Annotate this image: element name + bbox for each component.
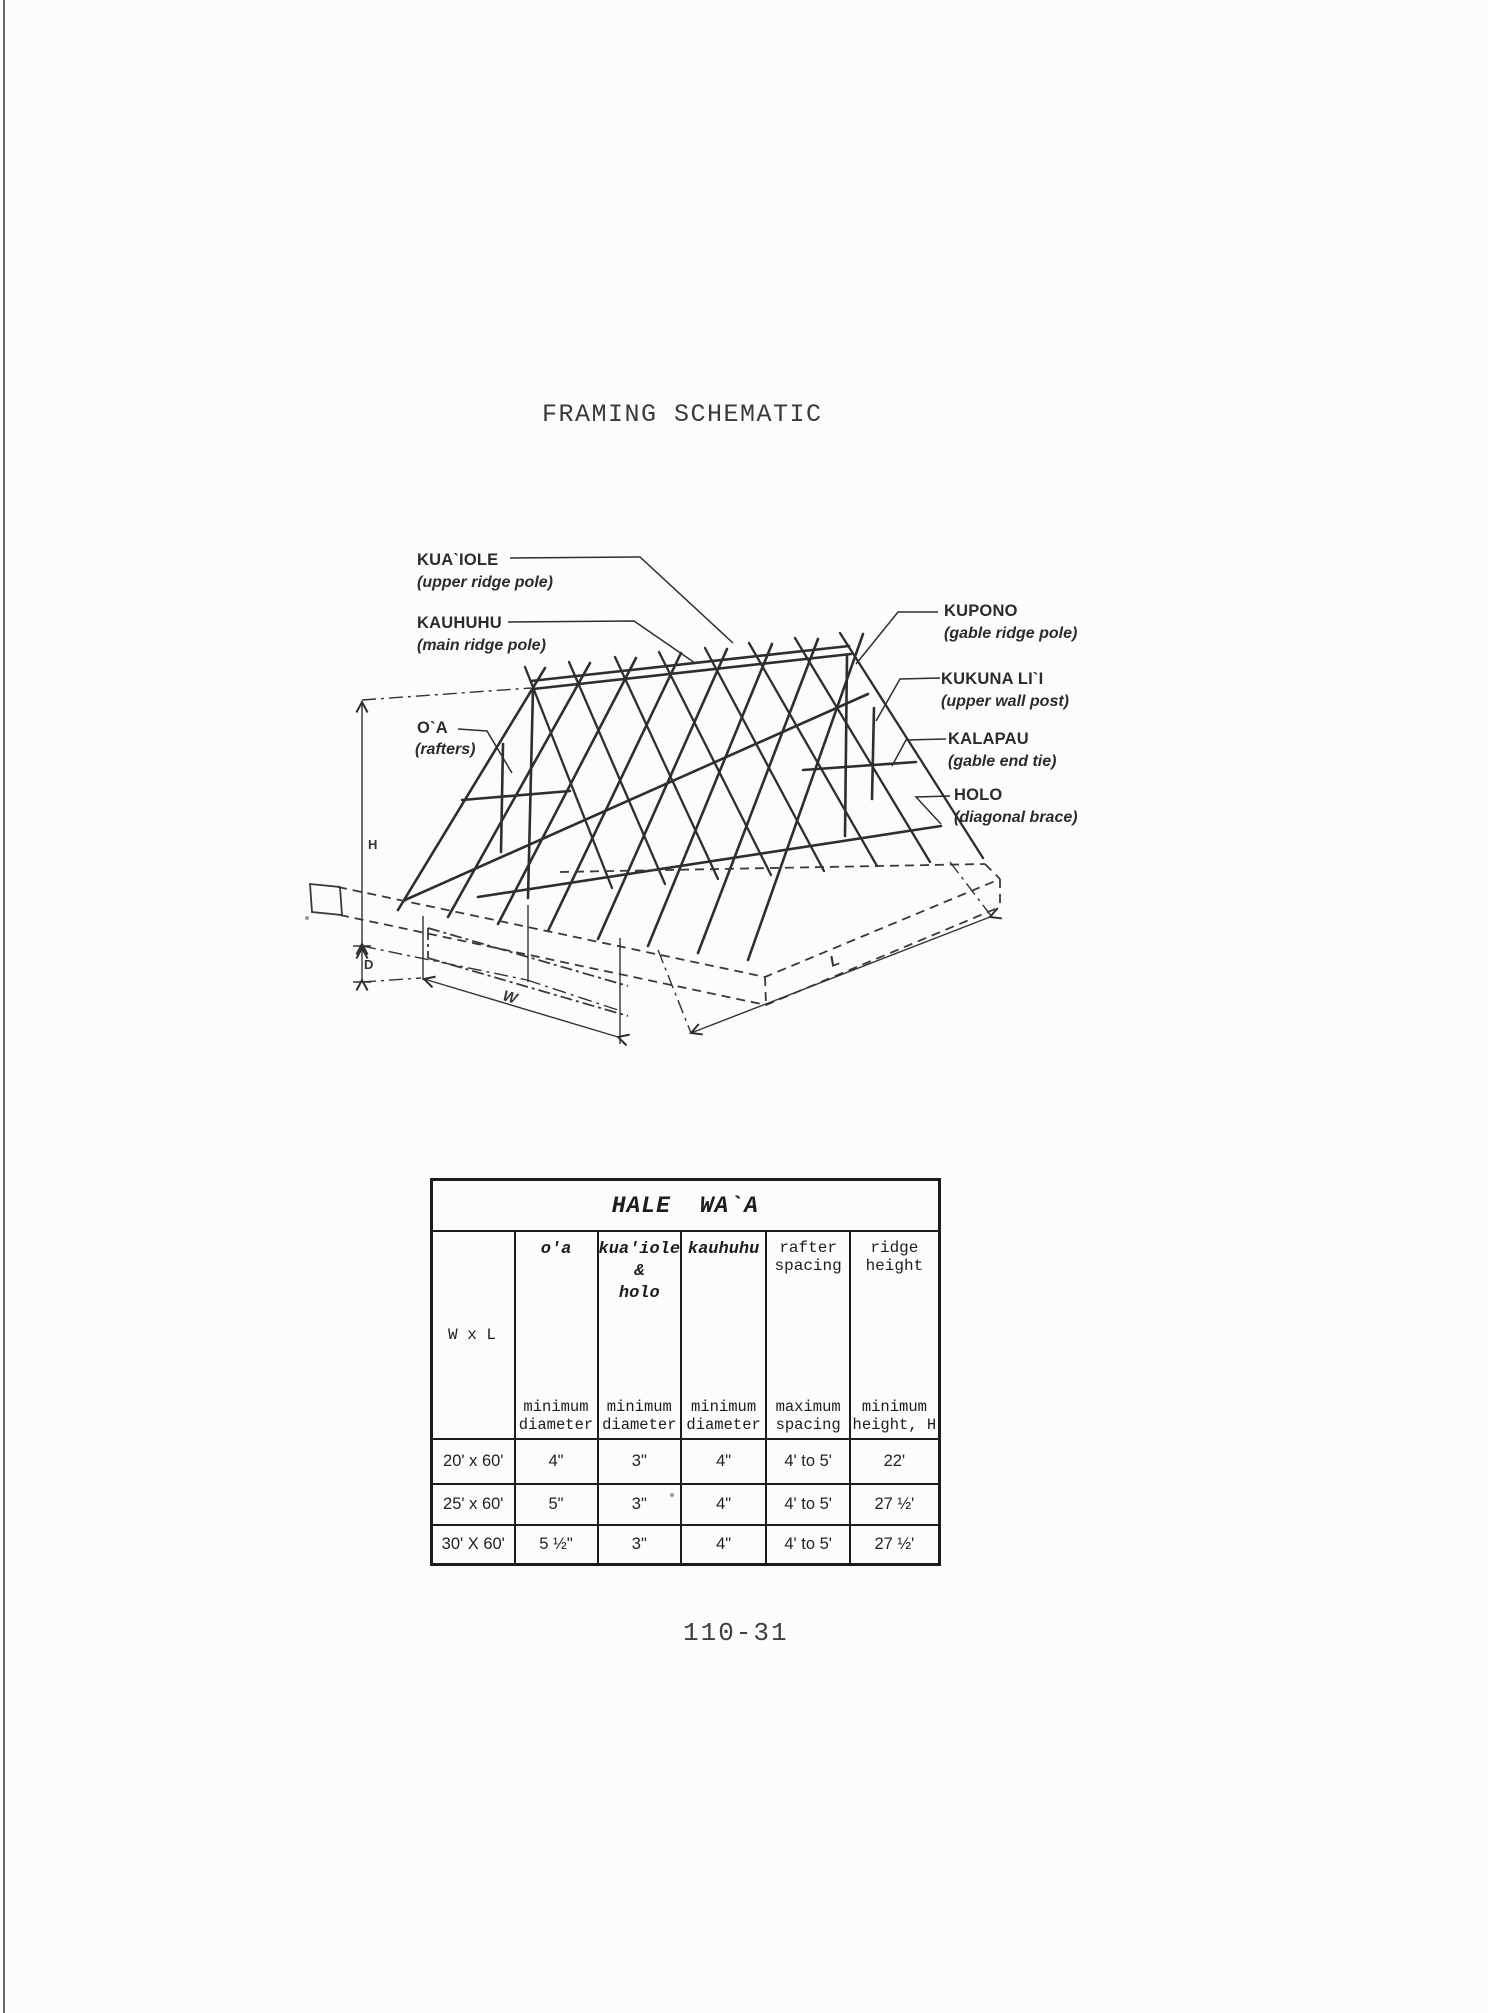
upper-ridge-pole [529,644,851,683]
page-title: FRAMING SCHEMATIC [542,400,823,429]
near-rafters [396,632,865,962]
col-sub: maximum spacing [775,1397,841,1435]
holo-label: HOLO [954,786,1002,804]
kukuna-leader [875,677,941,722]
oa-leader [457,728,513,774]
length-dim-line [689,907,1002,1036]
kuaiole-desc: (upper ridge pole) [417,574,553,591]
dim-width-label: W [501,987,521,1008]
col-name: o'a [540,1240,572,1259]
right-gable-end-tie [801,760,918,772]
scan-edge-artifact [3,0,5,2013]
cell-oa: 5" [513,1483,599,1526]
cell-spacing: 4' to 5' [765,1524,852,1566]
cell-height: 27 ½' [849,1524,941,1566]
kauhuhu-label: KAUHUHU [417,614,502,632]
kalapau-desc: (gable end tie) [948,753,1056,770]
table-row: 25' x 60' 5" 3" 4" 4' to 5' 27 ½' [430,1483,941,1526]
oa-label: O`A [417,719,448,737]
table-row: 30' X 60' 5 ½" 3" 4" 4' to 5' 27 ½' [430,1524,941,1566]
scan-speck [305,916,309,920]
col-header-kauhuhu: kauhuhu minimum diameter [680,1230,768,1440]
col-name: kua'iole & holo [598,1240,681,1304]
table-corner-cell: W x L [430,1230,516,1440]
col-name: kauhuhu [687,1240,760,1259]
right-upper-wall-post [870,706,876,801]
col-header-ridge-height: ridge height minimum height, H [849,1230,941,1440]
dimension-lines [353,687,1002,1047]
table-row: 20' x 60' 4" 3" 4" 4' to 5' 22' [430,1438,941,1485]
cell-size: 30' X 60' [430,1524,516,1566]
col-sub: minimum diameter [686,1397,761,1435]
label-leader-lines [457,556,951,825]
kalapau-label: KALAPAU [948,730,1029,748]
left-gable-end-tie [460,789,572,802]
oa-desc: (rafters) [415,741,475,758]
cell-oa: 4" [513,1438,599,1485]
cell-size: 25' x 60' [430,1483,516,1526]
holo-leader [914,795,951,825]
kukuna-lii-desc: (upper wall post) [941,693,1069,710]
cell-spacing: 4' to 5' [765,1438,852,1485]
platform-left-cap [309,882,343,917]
cell-kuaiole: 3" [596,1483,683,1526]
col-sub: minimum height, H [852,1397,937,1435]
cell-size: 20' x 60' [430,1438,516,1485]
part-labels: KUA`IOLE (upper ridge pole) KAUHUHU (mai… [415,551,1078,826]
kupono-desc: (gable ridge pole) [944,625,1077,642]
col-sub: minimum diameter [518,1397,594,1435]
width-dim-line [422,975,630,1047]
kalapau-leader [891,738,947,767]
cell-kauhuhu: 4" [680,1438,768,1485]
hale-frame-structure [396,631,985,962]
col-header-rafter-spacing: rafter spacing maximum spacing [765,1230,852,1440]
dim-length-label: L [827,952,842,971]
cell-kuaiole: 3" [596,1524,683,1566]
kauhuhu-desc: (main ridge pole) [417,637,546,654]
cell-oa: 5 ½" [513,1524,599,1566]
dim-depth-label: D [364,957,373,972]
dim-height-label: H [368,837,377,852]
dimension-letters: H D W L [364,837,842,1008]
cell-height: 22' [849,1438,941,1485]
col-name: rafter spacing [774,1239,842,1275]
table-title: HALE WA`A [430,1178,941,1232]
col-name: ridge height [865,1239,924,1275]
kupono-label: KUPONO [944,602,1018,620]
cell-kauhuhu: 4" [680,1483,768,1526]
col-header-oa: o'a minimum diameter [513,1230,599,1440]
col-header-kuaiole-holo: kua'iole & holo minimum diameter [596,1230,683,1440]
diagonal-brace-2 [476,824,943,899]
kuaiole-label: KUA`IOLE [417,551,498,569]
kuaiole-leader [509,556,734,644]
diagonal-brace-1 [403,692,870,902]
kukuna-lii-label: KUKUNA LI`I [941,670,1043,688]
kupono-leader [855,611,938,665]
cell-kuaiole: 3" [596,1438,683,1485]
kauhuhu-leader [507,620,696,664]
cell-spacing: 4' to 5' [765,1483,852,1526]
hale-waa-spec-table: HALE WA`A W x L o'a minimum diameter kua… [430,1178,941,1566]
framing-schematic-drawing: KUA`IOLE (upper ridge pole) KAUHUHU (mai… [309,551,1078,1047]
page-number: 110-31 [683,1618,789,1648]
platform-step [427,927,629,1017]
cell-kauhuhu: 4" [680,1524,768,1566]
holo-desc: (diagonal brace) [954,809,1078,826]
col-sub: minimum diameter [602,1397,677,1435]
far-rafters [523,631,985,890]
cell-height: 27 ½' [849,1483,941,1526]
right-gable-ridge-post [843,653,849,838]
left-upper-wall-post [499,742,505,854]
main-ridge-pole [531,652,853,691]
